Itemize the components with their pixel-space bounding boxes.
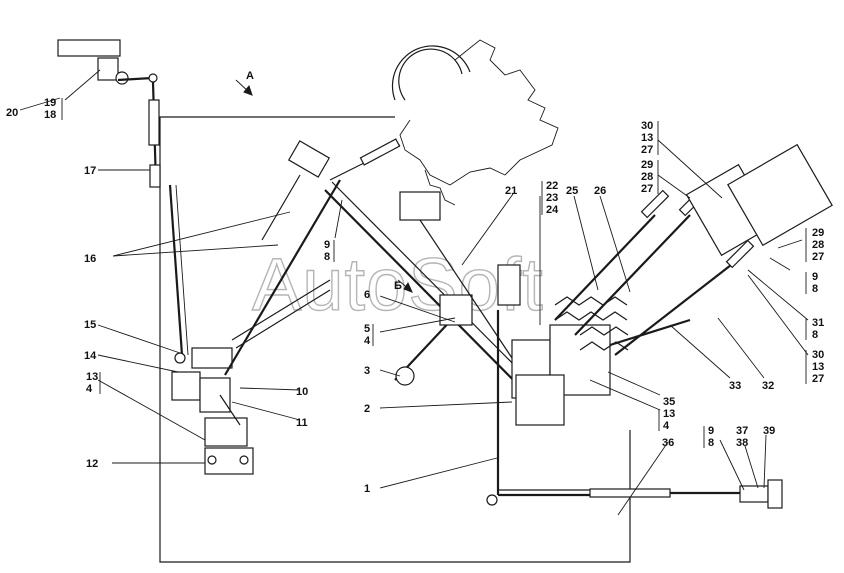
callout-17: 17 [84, 165, 96, 177]
callout-5: 5 [364, 323, 370, 335]
callout-13c: 13 [812, 361, 824, 373]
callout-25: 25 [566, 185, 578, 197]
callout-13b: 13 [641, 132, 653, 144]
callout-2: 2 [364, 403, 370, 415]
view-a-arrow [243, 84, 253, 96]
callout-27c: 27 [812, 251, 824, 263]
callout-39: 39 [763, 425, 775, 437]
callout-19: 19 [44, 97, 56, 109]
callout-13d: 13 [663, 408, 675, 420]
callout-32: 32 [762, 380, 774, 392]
callout-22: 22 [546, 180, 558, 192]
callout-13a: 13 [86, 371, 98, 383]
callout-4b: 4 [663, 420, 670, 432]
callout-38: 38 [736, 437, 748, 449]
lower-cable [486, 479, 783, 509]
cab-frame-outline [159, 39, 631, 563]
view-b-label: Б [394, 280, 402, 292]
callout-29b: 29 [812, 227, 824, 239]
callout-18: 18 [44, 109, 56, 121]
callout-27a: 27 [641, 144, 653, 156]
main-lever [324, 181, 557, 495]
callout-26: 26 [594, 185, 606, 197]
callout-11: 11 [296, 417, 308, 429]
callout-33: 33 [729, 380, 741, 392]
callout-10: 10 [296, 386, 308, 398]
callout-8a: 8 [324, 251, 330, 263]
callout-9c: 9 [708, 425, 714, 437]
callout-16: 16 [84, 253, 96, 265]
callout-21: 21 [505, 185, 517, 197]
callout-24: 24 [546, 204, 559, 216]
callout-4: 4 [364, 335, 371, 347]
callout-15: 15 [84, 319, 96, 331]
callout-8d: 8 [708, 437, 714, 449]
callout-9b: 9 [812, 271, 818, 283]
callout-9a: 9 [324, 239, 330, 251]
left-pedal-assembly [168, 184, 254, 475]
view-a-label: A [246, 70, 254, 82]
callout-4a: 4 [86, 383, 93, 395]
callout-28b: 28 [812, 239, 824, 251]
callout-29a: 29 [641, 159, 653, 171]
callout-36: 36 [662, 437, 674, 449]
callout-3: 3 [364, 365, 370, 377]
callout-30a: 30 [641, 120, 653, 132]
callout-27d: 27 [812, 373, 824, 385]
callout-30b: 30 [812, 349, 824, 361]
callout-23: 23 [546, 192, 558, 204]
callout-31: 31 [812, 317, 824, 329]
callout-6: 6 [364, 289, 370, 301]
leader-lines [19, 69, 809, 516]
left-rods [224, 138, 401, 376]
callout-8b: 8 [812, 283, 818, 295]
watermark: AutoSoft [252, 243, 544, 326]
callout-27b: 27 [641, 183, 653, 195]
upper-pedal-assembly [57, 39, 161, 188]
callout-8c: 8 [812, 329, 818, 341]
callout-28a: 28 [641, 171, 653, 183]
callout-labels: 1 2 3 5 4 6 9 8 10 11 12 13 4 14 15 16 1… [6, 97, 824, 495]
callout-14: 14 [84, 350, 97, 362]
callout-20: 20 [6, 107, 18, 119]
callout-37: 37 [736, 425, 748, 437]
callout-12: 12 [86, 458, 98, 470]
gearshift-assembly [511, 143, 833, 426]
callout-1: 1 [364, 483, 370, 495]
callout-35: 35 [663, 396, 675, 408]
